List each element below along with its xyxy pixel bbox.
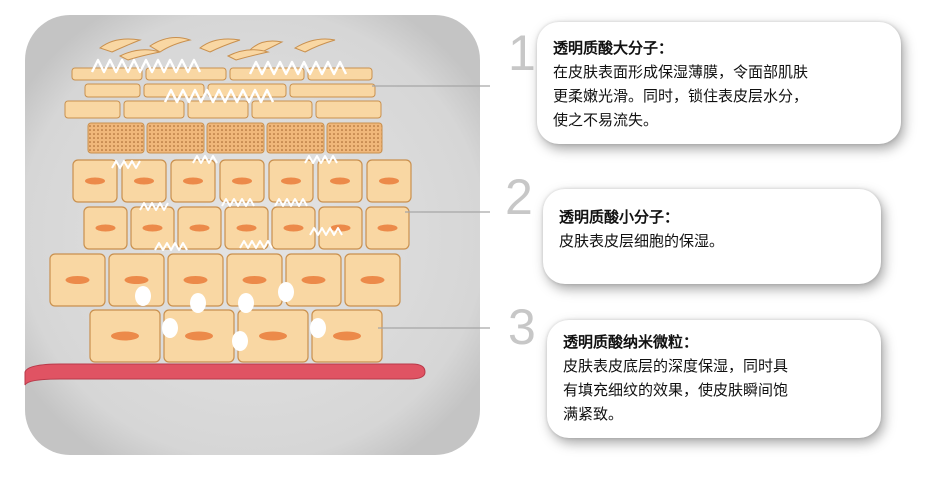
callout-number-2: 2 [505, 169, 533, 225]
callout-line-3-1: 皮肤表皮底层的深度保湿，同时具 [563, 357, 789, 375]
callout-line-3-3: 满紧致。 [563, 405, 624, 423]
cell-nucleus [232, 177, 252, 185]
granular-layer [87, 122, 383, 154]
callout-number-3: 3 [508, 299, 536, 355]
leader-lines [372, 85, 490, 329]
macromolecule-waves [90, 58, 348, 104]
callout-line-1-1: 在皮肤表面形成保湿薄膜，令面部肌肤 [553, 63, 809, 81]
cell-nucleus [236, 224, 257, 232]
cell-nucleus [65, 276, 90, 284]
callout-title-1: 透明质酸大分子： [553, 39, 674, 57]
epidermis-cells [49, 159, 412, 363]
cell-nucleus [333, 331, 361, 341]
cell-nucleus [330, 177, 350, 185]
cell-nucleus [330, 224, 351, 232]
cell-nucleus [281, 177, 301, 185]
callout-number-1: 1 [508, 25, 536, 81]
cell-nucleus [142, 224, 163, 232]
small-molecule-waves [111, 155, 343, 251]
cell-nucleus [111, 331, 139, 341]
cell-nucleus [301, 276, 326, 284]
callout-card-2: 透明质酸小分子： 皮肤表皮层细胞的保湿。 [543, 189, 881, 284]
surface-flakes [98, 37, 336, 61]
cell-nucleus [185, 331, 213, 341]
callout-card-1: 透明质酸大分子： 在皮肤表面形成保湿薄膜，令面部肌肤 更柔嫩光滑。同时，锁住表皮… [537, 22, 901, 144]
nano-particles [135, 282, 326, 351]
callout-line-1-2: 更柔嫩光滑。同时，锁住表皮层水分， [553, 87, 809, 105]
cell-nucleus [283, 224, 304, 232]
callout-line-3-2: 有填充细纹的效果，使皮肤瞬间饱 [563, 381, 789, 399]
stratum-corneum [64, 67, 382, 119]
cell-nucleus [85, 177, 105, 185]
cell-nucleus [95, 224, 116, 232]
cell-nucleus [259, 331, 287, 341]
cell-nucleus [124, 276, 149, 284]
cell-nucleus [183, 276, 208, 284]
callout-line-1-3: 使之不易流失。 [553, 111, 659, 129]
cell-nucleus [189, 224, 210, 232]
cell-nucleus [377, 224, 398, 232]
callout-card-3: 透明质酸纳米微粒： 皮肤表皮底层的深度保湿，同时具 有填充细纹的效果，使皮肤瞬间… [547, 320, 881, 438]
cell-nucleus [379, 177, 399, 185]
callout-line-2-1: 皮肤表皮层细胞的保湿。 [559, 232, 725, 250]
cell-nucleus [242, 276, 267, 284]
cell-nucleus [134, 177, 154, 185]
basement-membrane [24, 363, 426, 386]
cell-nucleus [360, 276, 385, 284]
callout-title-2: 透明质酸小分子： [559, 208, 680, 226]
cell-nucleus [183, 177, 203, 185]
callout-title-3: 透明质酸纳米微粒： [563, 333, 699, 351]
